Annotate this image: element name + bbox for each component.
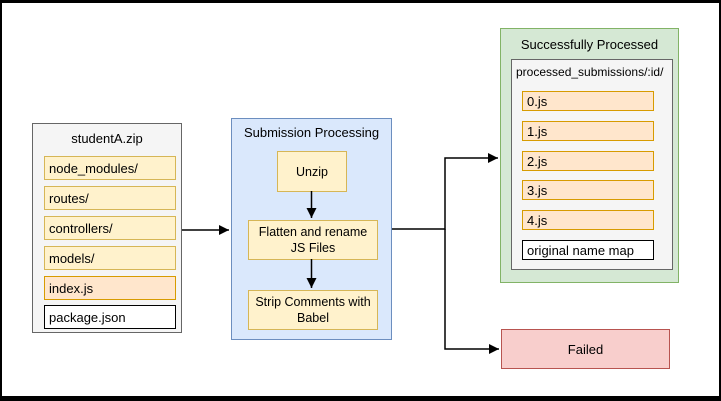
file-item-models: models/ xyxy=(44,246,176,270)
step-flatten-rename: Flatten and rename JS Files xyxy=(248,220,378,260)
file-item-0-js: 0.js xyxy=(522,91,654,111)
arrow-split-to-failed xyxy=(444,229,499,354)
arrow-processing-to-success xyxy=(392,153,498,230)
file-item-3-js: 3.js xyxy=(522,180,654,200)
file-item-node-modules: node_modules/ xyxy=(44,156,176,180)
submission-processing-title: Submission Processing xyxy=(243,125,380,140)
file-item-routes: routes/ xyxy=(44,186,176,210)
file-item-controllers: controllers/ xyxy=(44,216,176,240)
student-zip-group: studentA.zip node_modules/ routes/ contr… xyxy=(32,123,182,333)
successfully-processed-title: Successfully Processed xyxy=(520,37,659,52)
processed-submissions-label: processed_submissions/:id/ xyxy=(516,65,664,79)
student-zip-title: studentA.zip xyxy=(71,131,143,146)
file-item-4-js: 4.js xyxy=(522,210,654,230)
file-item-index-js: index.js xyxy=(44,276,176,300)
file-item-original-name-map: original name map xyxy=(522,240,654,260)
step-unzip: Unzip xyxy=(277,151,347,192)
file-item-1-js: 1.js xyxy=(522,121,654,141)
failed-box: Failed xyxy=(501,329,670,369)
processed-submissions-folder: processed_submissions/:id/ 0.js 1.js 2.j… xyxy=(511,59,673,270)
file-item-2-js: 2.js xyxy=(522,151,654,171)
successfully-processed-group: Successfully Processed processed_submiss… xyxy=(500,28,679,283)
file-item-package-json: package.json xyxy=(44,305,176,329)
step-strip-comments: Strip Comments with Babel xyxy=(248,290,378,330)
submission-processing-group: Submission Processing Unzip Flatten and … xyxy=(231,118,392,340)
